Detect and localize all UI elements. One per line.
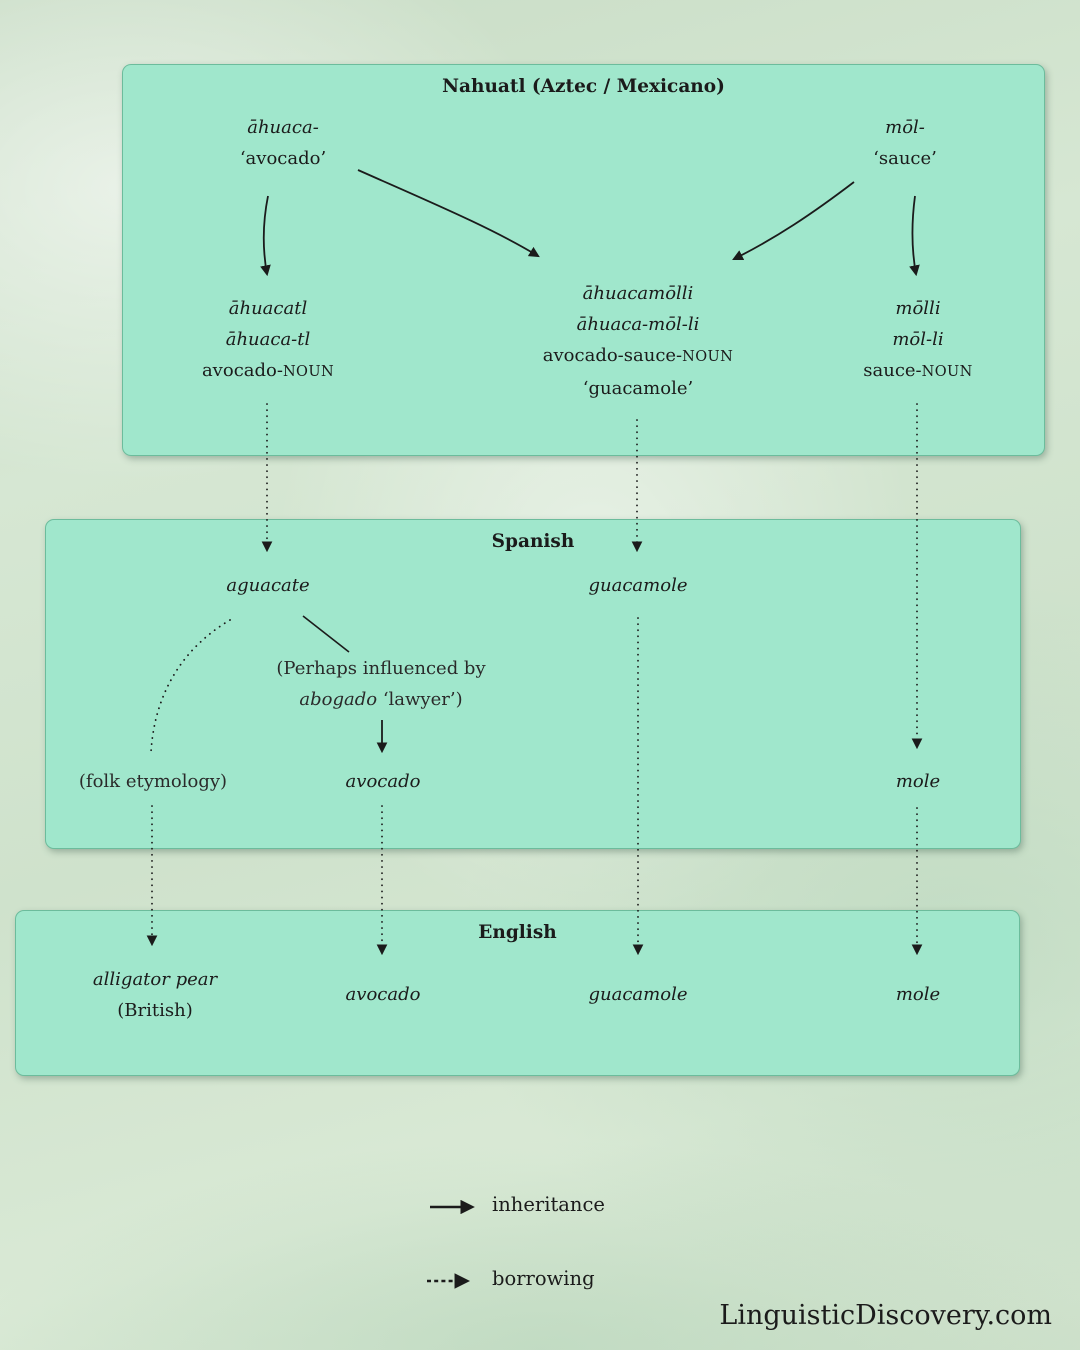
alligator-pear-note: (British) bbox=[117, 1000, 193, 1021]
node-influence-note: (Perhaps influenced by abogado ‘lawyer’) bbox=[276, 653, 485, 715]
ahuacatl-gloss-pos: NOUN bbox=[282, 364, 335, 380]
ahuaca-root-gloss: ‘avocado’ bbox=[239, 148, 327, 169]
node-mole-es: mole bbox=[895, 771, 941, 792]
legend-inheritance-label: inheritance bbox=[492, 1193, 605, 1216]
node-mole-en: mole bbox=[895, 984, 941, 1005]
node-ahuacamolli: āhuacamōlli āhuaca-mōl-li avocado-sauce-… bbox=[543, 278, 733, 404]
influence-note-abogado: abogado bbox=[299, 689, 378, 710]
alligator-pear-word: alligator pear bbox=[92, 969, 218, 990]
mol-root-gloss: ‘sauce’ bbox=[873, 148, 937, 169]
spanish-box-title: Spanish bbox=[491, 531, 575, 552]
english-box: English bbox=[15, 910, 1020, 1076]
ahuacamolli-gloss-pos: NOUN bbox=[682, 349, 734, 365]
molli-gloss-pos: NOUN bbox=[921, 364, 973, 380]
ahuaca-root-form: āhuaca- bbox=[247, 117, 319, 138]
influence-note-line2: abogado ‘lawyer’) bbox=[276, 684, 485, 715]
node-folk-etymology: (folk etymology) bbox=[78, 771, 228, 792]
ahuacamolli-form: āhuacamōlli bbox=[582, 283, 694, 304]
ahuacamolli-gloss-base: avocado-sauce- bbox=[542, 345, 683, 366]
ahuacatl-gloss: avocado-NOUN bbox=[202, 355, 334, 388]
node-ahuacatl: āhuacatl āhuaca-tl avocado-NOUN bbox=[202, 293, 334, 388]
node-mol-root: mōl- ‘sauce’ bbox=[873, 112, 937, 174]
ahuacatl-form: āhuacatl bbox=[228, 298, 308, 319]
site-watermark: LinguisticDiscovery.com bbox=[719, 1300, 1052, 1331]
molli-gloss: sauce-NOUN bbox=[863, 355, 972, 388]
nahuatl-box: Nahuatl (Aztec / Mexicano) bbox=[122, 64, 1045, 456]
node-avocado-en: avocado bbox=[345, 984, 421, 1005]
node-aguacate: aguacate bbox=[226, 575, 310, 596]
spanish-box: Spanish bbox=[45, 519, 1021, 849]
molli-gloss-base: sauce- bbox=[863, 360, 922, 381]
node-guacamole-en: guacamole bbox=[588, 984, 688, 1005]
molli-morphemes: mōl-li bbox=[892, 329, 944, 350]
ahuacamolli-translation: ‘guacamole’ bbox=[582, 378, 694, 399]
influence-note-lawyer: ‘lawyer’) bbox=[377, 689, 463, 710]
legend-borrowing-label: borrowing bbox=[492, 1267, 595, 1290]
node-avocado-es: avocado bbox=[345, 771, 421, 792]
node-guacamole-es: guacamole bbox=[588, 575, 688, 596]
ahuacamolli-morphemes: āhuaca-mōl-li bbox=[576, 314, 700, 335]
node-ahuaca-root: āhuaca- ‘avocado’ bbox=[240, 112, 326, 174]
influence-note-line1: (Perhaps influenced by bbox=[276, 658, 486, 679]
node-alligator-pear: alligator pear (British) bbox=[93, 964, 217, 1026]
ahuacatl-gloss-base: avocado- bbox=[201, 360, 283, 381]
nahuatl-box-title: Nahuatl (Aztec / Mexicano) bbox=[442, 76, 725, 97]
english-box-title: English bbox=[478, 922, 557, 943]
mol-root-form: mōl- bbox=[885, 117, 925, 138]
ahuacamolli-gloss: avocado-sauce-NOUN bbox=[543, 340, 733, 373]
node-molli: mōlli mōl-li sauce-NOUN bbox=[863, 293, 972, 388]
ahuacatl-morphemes: āhuaca-tl bbox=[225, 329, 311, 350]
molli-form: mōlli bbox=[895, 298, 941, 319]
